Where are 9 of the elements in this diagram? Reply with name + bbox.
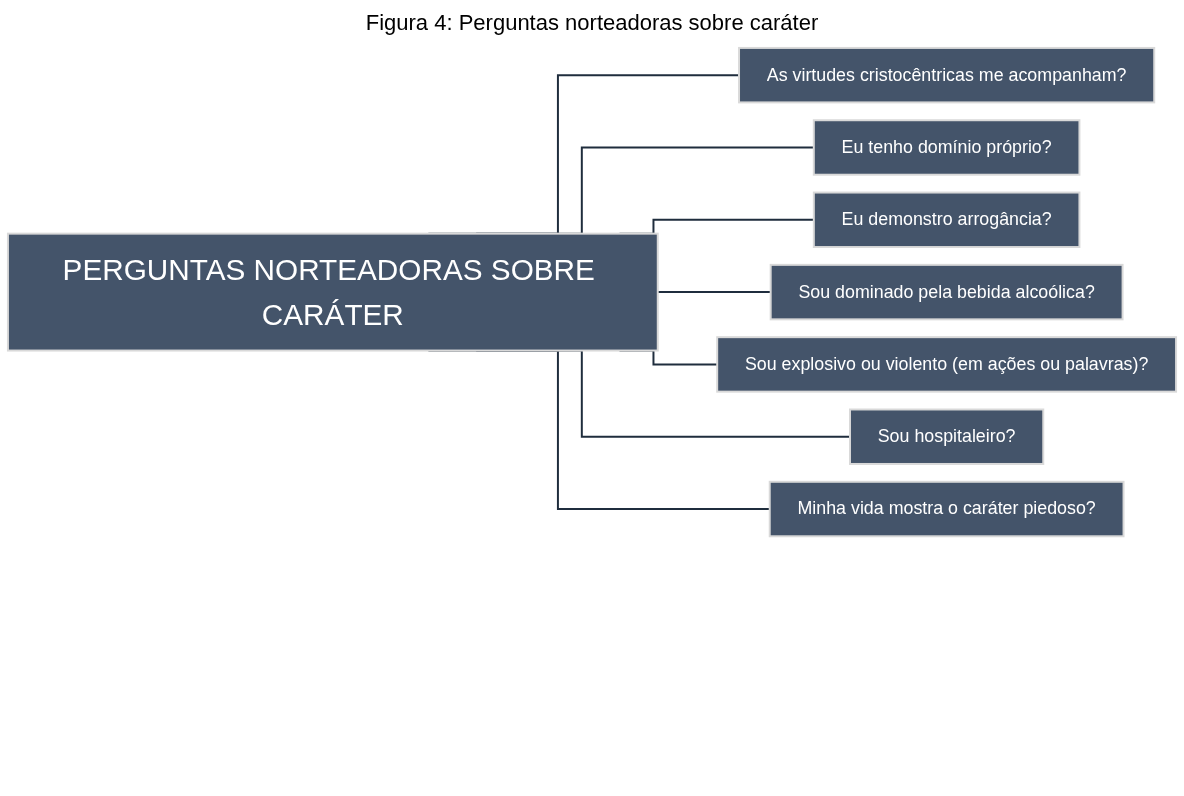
node-box: As virtudes cristocêntricas me acompanham? — [738, 46, 1156, 104]
node-box: Minha vida mostra o caráter piedoso? — [768, 480, 1125, 538]
node-box: Sou hospitaleiro? — [849, 408, 1045, 465]
node-box: Sou dominado pela bebida alcoólica? — [769, 263, 1124, 321]
node-box: Eu demonstro arrogância? — [812, 191, 1081, 248]
node-box: PERGUNTAS NORTEADORAS SOBRE CARÁTER — [6, 232, 659, 352]
node-box: Eu tenho domínio próprio? — [812, 119, 1081, 176]
figure-title: Figura 4: Perguntas norteadoras sobre caráter — [364, 10, 820, 36]
node-box: Sou explosivo ou violento (em ações ou palavras)? — [716, 336, 1178, 393]
